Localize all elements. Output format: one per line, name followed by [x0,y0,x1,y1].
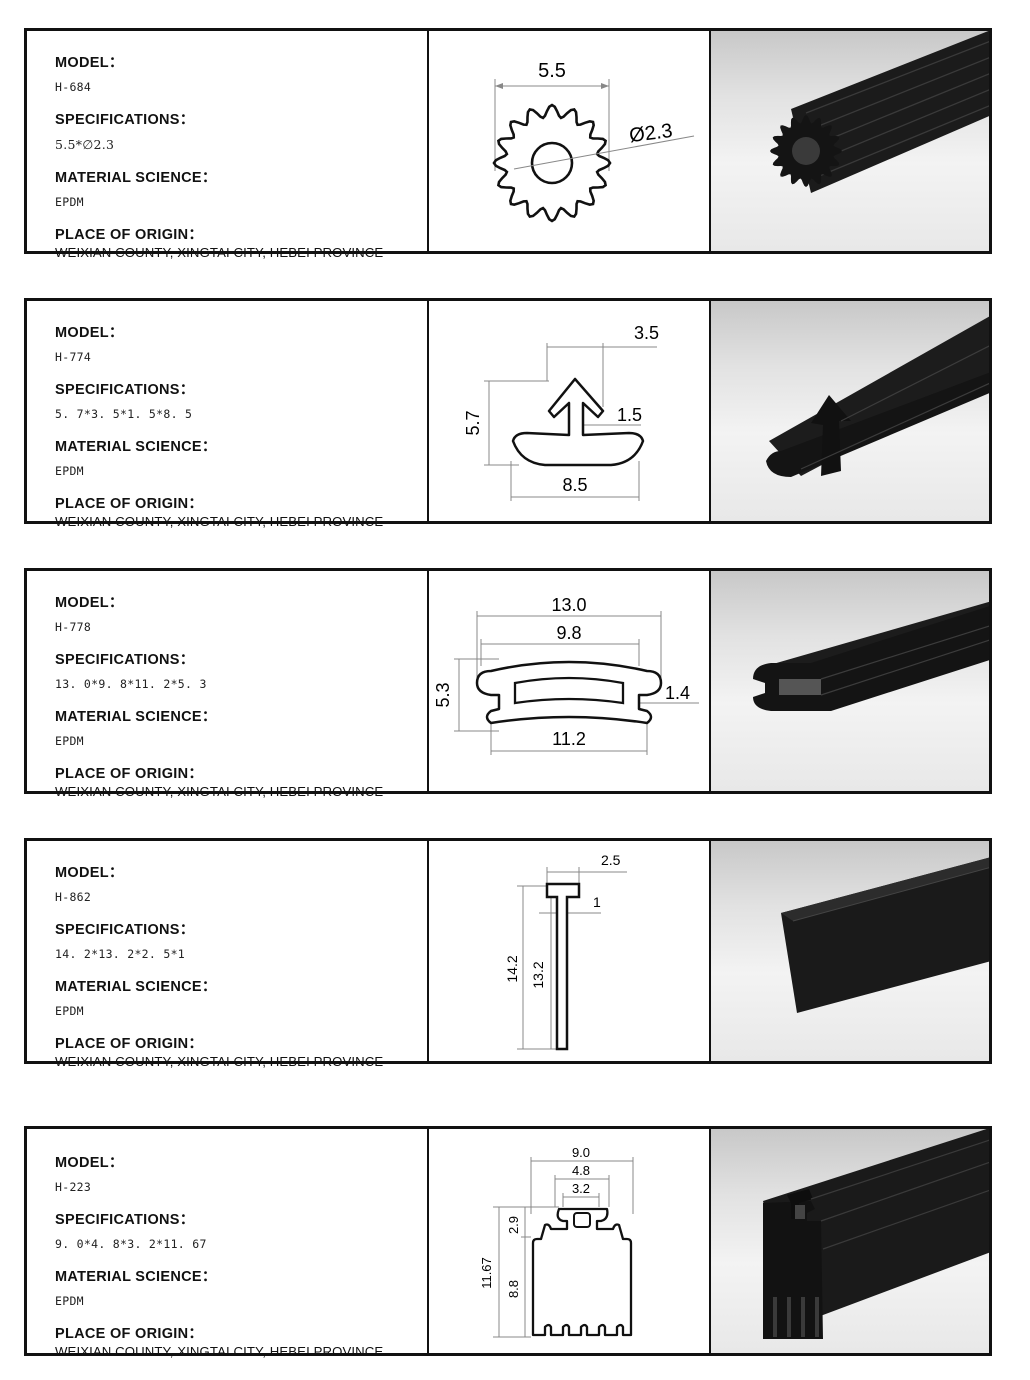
material-label: MATERIAL SCIENCE： [55,709,217,725]
dim-height: 5.3 [433,682,453,707]
t-stem-profile [545,882,581,1051]
origin-label: PLACE OF ORIGIN： [55,1036,204,1052]
specifications-label: SPECIFICATIONS： [55,652,195,668]
dim-inner: 9.8 [556,623,581,643]
material-value: EPDM [55,464,84,478]
material-label: MATERIAL SCIENCE： [55,170,217,186]
origin-label: PLACE OF ORIGIN： [55,227,204,243]
product-info: MODEL： H-778 SPECIFICATIONS： 13. 0*9. 8*… [27,571,429,799]
origin-value: WEIXIAN COUNTY, XINGTAI CITY, HEBEI PROV… [55,245,384,260]
origin-value: WEIXIAN COUNTY, XINGTAI CITY, HEBEI PROV… [55,1344,384,1359]
model-value: H-684 [55,80,92,94]
product-photo [711,841,989,1061]
dim-top: 3.5 [634,323,659,343]
product-card-h223: MODEL： H-223 SPECIFICATIONS： 9. 0*4. 8*3… [24,1126,992,1359]
dim-head: 2.5 [601,852,621,868]
specifications-label: SPECIFICATIONS： [55,922,195,938]
material-value: EPDM [55,734,84,748]
specifications-label: SPECIFICATIONS： [55,382,195,398]
material-label: MATERIAL SCIENCE： [55,1269,217,1285]
dim-total: 14.2 [504,955,520,982]
product-card-h774: MODEL： H-774 SPECIFICATIONS： 5. 7*3. 5*1… [24,298,992,529]
dim-body: 8.8 [506,1280,521,1298]
origin-label: PLACE OF ORIGIN： [55,496,204,512]
origin-label: PLACE OF ORIGIN： [55,766,204,782]
h-profile-inner [513,676,625,705]
specifications-label: SPECIFICATIONS： [55,1212,195,1228]
product-info: MODEL： H-862 SPECIFICATIONS： 14. 2*13. 2… [27,841,429,1069]
material-value: EPDM [55,195,84,209]
dim-diameter: Ø2.3 [628,120,674,147]
model-label: MODEL： [55,595,124,611]
dim-neck: 1.5 [617,405,642,425]
material-label: MATERIAL SCIENCE： [55,979,217,995]
origin-value: WEIXIAN COUNTY, XINGTAI CITY, HEBEI PROV… [55,1054,384,1069]
origin-value: WEIXIAN COUNTY, XINGTAI CITY, HEBEI PROV… [55,784,384,799]
dim-mid: 4.8 [572,1163,590,1178]
cross-section-diagram: 9.0 4.8 3.2 2.9 11.67 8.8 [429,1129,711,1353]
cross-section-diagram: 2.5 1 14.2 13.2 [429,841,711,1061]
origin-label: PLACE OF ORIGIN： [55,1326,204,1342]
model-label: MODEL： [55,865,124,881]
product-photo [711,31,989,251]
product-info: MODEL： H-684 SPECIFICATIONS： 5.5*∅2.3 MA… [27,31,429,260]
material-value: EPDM [55,1004,84,1018]
model-value: H-223 [55,1180,92,1194]
material-value: EPDM [55,1294,84,1308]
dim-stem: 1 [593,894,601,910]
dim-width: 9.0 [572,1145,590,1160]
dim-wall: 1.4 [665,683,690,703]
origin-value: WEIXIAN COUNTY, XINGTAI CITY, HEBEI PROV… [55,514,384,529]
specifications-value: 14. 2*13. 2*2. 5*1 [55,947,186,961]
dim-inner: 13.2 [530,961,546,988]
dim-bottom: 11.2 [552,729,586,749]
cross-section-diagram: 5.5 Ø2.3 [429,31,711,251]
dim-bottom: 8.5 [562,475,587,495]
specifications-value: 5. 7*3. 5*1. 5*8. 5 [55,407,193,421]
material-label: MATERIAL SCIENCE： [55,439,217,455]
model-value: H-778 [55,620,92,634]
product-photo [711,1129,989,1353]
product-info: MODEL： H-774 SPECIFICATIONS： 5. 7*3. 5*1… [27,301,429,529]
specifications-value: 13. 0*9. 8*11. 2*5. 3 [55,677,207,691]
model-label: MODEL： [55,1155,124,1171]
specifications-value: 9. 0*4. 8*3. 2*11. 67 [55,1237,207,1251]
t-profile [511,377,645,467]
product-card-h684: MODEL： H-684 SPECIFICATIONS： 5.5*∅2.3 MA… [24,28,992,260]
model-value: H-774 [55,350,92,364]
product-photo [711,571,989,791]
dim-slot: 3.2 [572,1181,590,1196]
box-profile [531,1207,633,1337]
product-info: MODEL： H-223 SPECIFICATIONS： 9. 0*4. 8*3… [27,1129,429,1359]
dim-height: 5.7 [463,410,483,435]
dim-total: 11.67 [479,1257,494,1289]
dim-top: 2.9 [506,1216,521,1234]
product-card-h778: MODEL： H-778 SPECIFICATIONS： 13. 0*9. 8*… [24,568,992,799]
model-label: MODEL： [55,325,124,341]
model-value: H-862 [55,890,92,904]
dim-outer: 13.0 [551,595,586,615]
cross-section-diagram: 13.0 9.8 5.3 1.4 11.2 [429,571,711,791]
product-card-h862: MODEL： H-862 SPECIFICATIONS： 14. 2*13. 2… [24,838,992,1069]
dim-width: 5.5 [538,60,566,82]
specifications-label: SPECIFICATIONS： [55,112,195,128]
specifications-value: 5.5*∅2.3 [55,137,115,152]
cross-section-diagram: 3.5 5.7 1.5 8.5 [429,301,711,521]
model-label: MODEL： [55,55,124,71]
product-photo [711,301,989,521]
